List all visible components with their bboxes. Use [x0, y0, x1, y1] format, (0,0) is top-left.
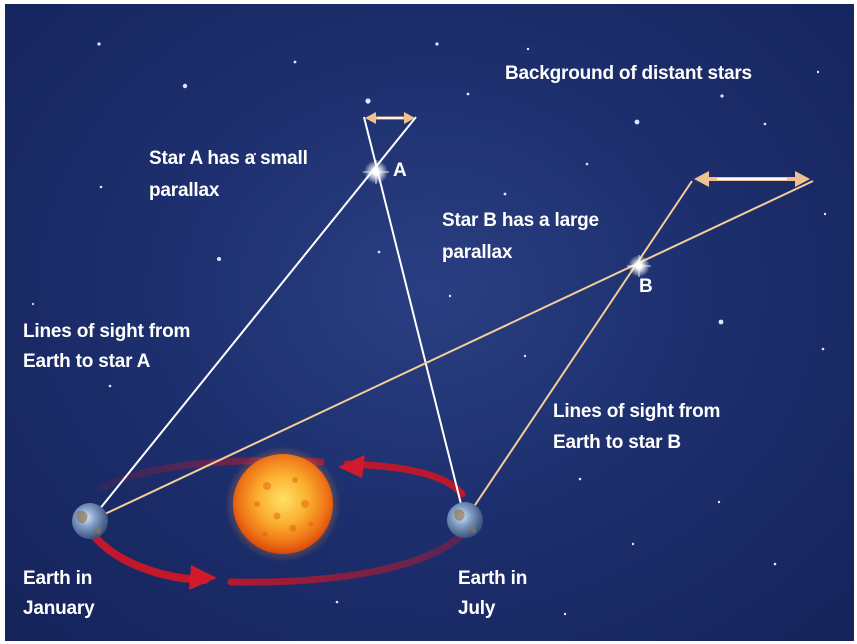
sight-a-caption-line1: Lines of sight from: [23, 321, 191, 342]
star-icon: [99, 185, 103, 189]
earth-july-caption-line1: Earth in: [458, 568, 528, 589]
orbit-arrow-bottom: [189, 565, 217, 590]
star-icon: [763, 122, 767, 126]
orbit-front-arc-right: [227, 530, 467, 586]
sight-line-a-january: [89, 116, 417, 522]
star-icon: [526, 47, 530, 51]
star-icon: [253, 152, 257, 156]
star-icon: [503, 192, 507, 196]
star-icon: [773, 562, 777, 566]
star-icon: [821, 347, 825, 351]
star-icon: [578, 477, 582, 481]
star-b-icon: [627, 255, 651, 277]
star-a-letter: A: [393, 160, 407, 181]
parallax-arrow-b: [694, 171, 810, 187]
parallax-arrow-a: [365, 112, 415, 124]
star-icon: [182, 83, 188, 89]
sight-b-caption-line2: Earth to star B: [553, 432, 681, 453]
background-stars-label: Background of distant stars: [505, 63, 752, 84]
sun-icon: [225, 446, 341, 562]
orbit-arrow-top: [338, 455, 365, 478]
star-icon: [435, 42, 439, 46]
star-icon: [377, 250, 381, 254]
star-icon: [448, 294, 452, 298]
sight-line-a-july: [363, 116, 466, 521]
orbit-front-arc: [87, 528, 209, 584]
earth-january-icon: [72, 503, 108, 539]
star-icon: [293, 60, 297, 64]
star-icon: [335, 600, 339, 604]
star-icon: [466, 92, 470, 96]
star-icon: [585, 162, 589, 166]
star-icon: [217, 257, 221, 261]
earth-january-caption-line2: January: [23, 598, 95, 619]
star-icon: [720, 94, 724, 98]
star-b-letter: B: [639, 276, 653, 297]
star-icon: [108, 384, 112, 388]
star-icon: [634, 119, 640, 125]
sight-line-b-july: [464, 180, 693, 521]
star-icon: [718, 319, 724, 325]
earth-july-icon: [447, 502, 483, 538]
diagram-graphics: [31, 42, 827, 616]
star-icon: [31, 302, 35, 306]
sight-a-caption-line2: Earth to star A: [23, 351, 151, 372]
star-icon: [631, 542, 635, 546]
star-b-caption-line1: Star B has a large: [442, 210, 599, 231]
sight-b-caption-line1: Lines of sight from: [553, 401, 721, 422]
night-sky-background: Background of distant stars Star A has a…: [5, 4, 854, 641]
star-icon: [563, 612, 567, 616]
earth-january-caption-line1: Earth in: [23, 568, 93, 589]
star-icon: [823, 212, 827, 216]
earth-july-caption-line2: July: [458, 598, 496, 619]
orbit-back-arc-right: [343, 460, 466, 498]
star-b-caption-line2: parallax: [442, 242, 513, 263]
star-icon: [717, 500, 721, 504]
star-icon: [365, 98, 371, 104]
star-icon: [816, 70, 820, 74]
star-icon: [97, 42, 101, 46]
star-icon: [523, 354, 527, 358]
background-stars: [31, 42, 827, 616]
sight-line-b-january: [89, 180, 814, 522]
star-a-caption-line2: parallax: [149, 180, 220, 201]
star-a-icon: [363, 160, 389, 184]
star-a-caption-line1: Star A has a small: [149, 148, 308, 169]
